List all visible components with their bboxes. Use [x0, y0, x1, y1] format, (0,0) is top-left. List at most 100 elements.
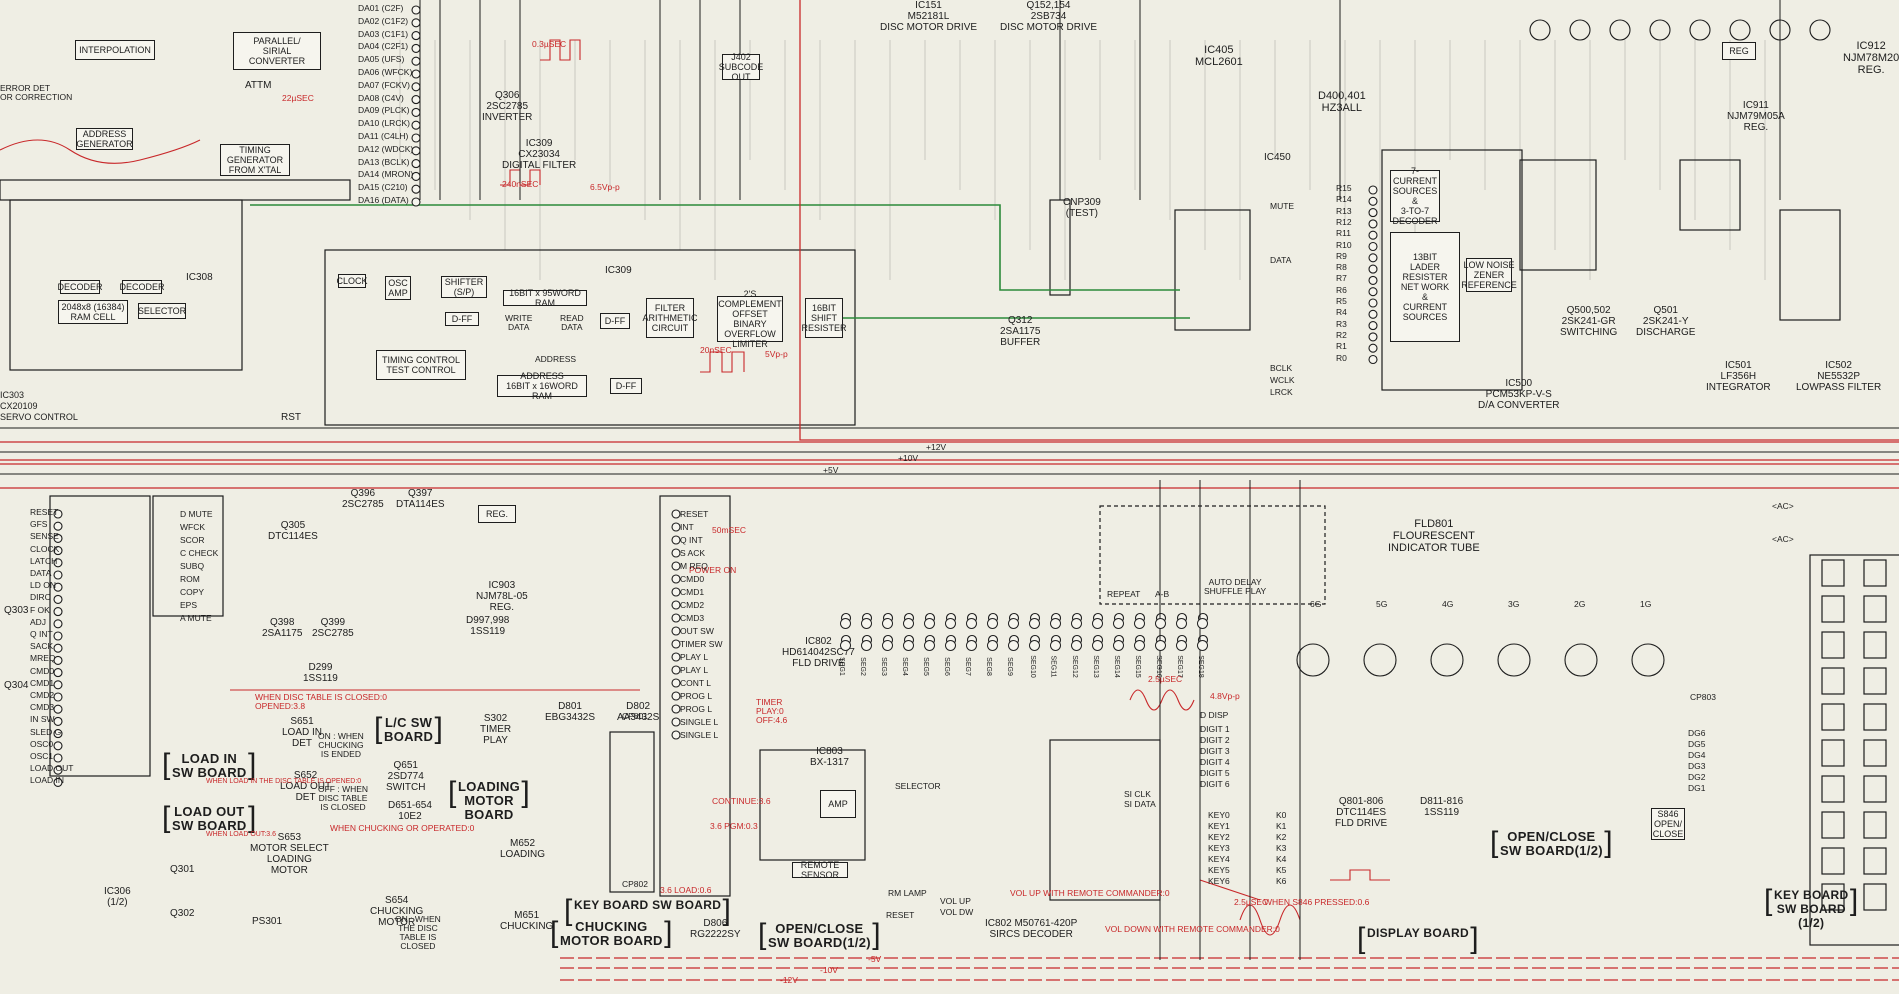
- ic301-outline: [152, 495, 224, 617]
- key-board-label: KEY BOARD SW BOARD: [564, 896, 731, 926]
- pin-label: CMD0: [30, 665, 55, 676]
- key-switch: [1821, 811, 1845, 839]
- segment-pin: [1029, 640, 1040, 651]
- ic309-input-node: [411, 120, 421, 130]
- ic500-pin-node: [1368, 275, 1378, 285]
- key-switch: [1821, 739, 1845, 767]
- ic309-outline: [324, 249, 856, 426]
- q303-label: Q303: [4, 605, 29, 616]
- segment-pin: [1176, 618, 1187, 629]
- key-switch: [1863, 739, 1887, 767]
- ic500-pin-node: [1368, 309, 1378, 319]
- pin-label: SUBQ: [180, 561, 205, 571]
- si-data-label: SI DATA: [1124, 799, 1156, 809]
- ic309-input-node: [411, 107, 421, 117]
- ac-label-1: <AC>: [1772, 501, 1794, 511]
- pin-label: CMD2: [680, 600, 705, 610]
- capacitor-node: [1649, 19, 1671, 41]
- key-switch: [1821, 703, 1845, 731]
- segment-pin: [1050, 640, 1061, 651]
- load-in-board-label: LOAD IN SW BOARD: [162, 750, 256, 780]
- ic803-label: IC803 BX-1317: [810, 746, 849, 768]
- pin-label: EPS: [180, 600, 198, 610]
- fld-drive-transistor: [1363, 643, 1397, 677]
- red-supply-trace: [799, 0, 1899, 441]
- ic803-outline: [759, 749, 866, 861]
- ic502-outline: [1779, 209, 1841, 321]
- pin-label: R15: [1336, 183, 1352, 193]
- fld-drive-transistor: [1564, 643, 1598, 677]
- pin-label: R14: [1336, 194, 1352, 205]
- pin-label: CMD3: [680, 613, 705, 623]
- note-load-in: WHEN LOAD IN THE DISC TABLE IS OPENED:0: [206, 778, 362, 785]
- data-signal-trace: [250, 204, 1180, 291]
- ic303-outline: [49, 495, 151, 777]
- ic802-pin-node: [671, 717, 681, 727]
- ic303-label: IC303 CX20109 SERVO CONTROL: [0, 390, 78, 422]
- pin-label: RESET: [30, 507, 59, 517]
- note-2-5usec-1: 2.5µSEC: [1148, 674, 1183, 684]
- segment-pin: [882, 640, 893, 651]
- k-out-labels: K0 K1 K2 K3 K4 K5 K6: [1276, 810, 1287, 886]
- ic151-label: IC151 M52181L DISC MOTOR DRIVE: [880, 0, 978, 33]
- pin-label: CONT L: [680, 678, 712, 688]
- ps301-label: PS301: [252, 916, 283, 927]
- address-ram-block: ADDRESS 16BIT x 16WORD RAM: [497, 371, 587, 401]
- ic802-pin-node: [671, 587, 681, 597]
- note-power-on: POWER ON: [689, 565, 737, 575]
- key-switch: [1863, 811, 1887, 839]
- q397-label: Q397 DTA114ES: [396, 488, 445, 510]
- segment-pin: [1134, 640, 1145, 651]
- ic309-input-node: [411, 56, 421, 66]
- ic303-pin-node: [53, 729, 63, 739]
- waveform-trace: [1129, 689, 1195, 711]
- si-clk-label: SI CLK: [1124, 789, 1151, 799]
- pin-label: R11: [1336, 228, 1351, 239]
- ic802-pin-node: [671, 639, 681, 649]
- segment-pin: [1050, 618, 1061, 629]
- segment-pin-label: SEG16: [1154, 655, 1162, 678]
- ic405-label: IC405 MCL2601: [1195, 44, 1243, 68]
- capacitor-node: [1809, 19, 1831, 41]
- pin-label: DA15 (C210): [358, 182, 408, 193]
- pin-label: PROG L: [680, 704, 713, 714]
- plus12v-label: +12V: [926, 442, 947, 452]
- pin-label: SCOR: [180, 535, 205, 545]
- auto-delay-label: AUTO DELAY SHUFFLE PLAY: [1204, 577, 1267, 596]
- s653-label: S653 MOTOR SELECT LOADING MOTOR: [250, 832, 329, 876]
- key-switch: [1863, 883, 1887, 911]
- chucking-board-label: CHUCKING MOTOR BOARD: [550, 918, 672, 948]
- key-switch: [1821, 847, 1845, 875]
- pin-label: SENSE: [30, 531, 59, 542]
- segment-pin-label: SEG10: [1028, 655, 1036, 678]
- ic303-pin-node: [53, 777, 63, 787]
- s302-label: S302 TIMER PLAY: [480, 713, 512, 746]
- ic500-pin-node: [1368, 354, 1378, 365]
- wclk-label: WCLK: [1270, 375, 1295, 385]
- selector-block: SELECTOR: [138, 303, 186, 319]
- ic309-input-node: [411, 184, 421, 194]
- pin-label: R8: [1336, 262, 1347, 273]
- ic500-ref-area: [1519, 159, 1597, 271]
- d400-label: D400,401 HZ3ALL: [1318, 90, 1366, 114]
- segment-pin-label: SEG12: [1070, 655, 1078, 678]
- ic303-pin-node: [53, 570, 63, 580]
- ic802-pin-node: [671, 509, 681, 519]
- segment-pin-label: SEG18: [1196, 655, 1204, 678]
- pin-label: DATA: [30, 568, 52, 578]
- pin-label: DA04 (C2F1): [358, 41, 409, 52]
- q500-label: Q500,502 2SK241-GR SWITCHING: [1560, 305, 1618, 338]
- ic303-pin-node: [53, 643, 63, 653]
- plus10v-label: +10V: [898, 453, 919, 463]
- pin-label: RESET: [680, 509, 709, 519]
- pin-label: LOAD OUT: [30, 763, 74, 774]
- pin-label: R9: [1336, 250, 1347, 261]
- ic303-pin-node: [53, 655, 63, 665]
- decoder-block-1: DECODER: [57, 280, 103, 294]
- segment-pin: [924, 640, 935, 651]
- pin-label: DA06 (WFCK): [358, 67, 413, 77]
- ic500-pin-node: [1368, 253, 1378, 263]
- q396-label: Q396 2SC2785: [342, 488, 384, 510]
- vol-up-label: VOL UP: [940, 896, 971, 906]
- note-load: 3.6 LOAD:0.6: [660, 885, 712, 895]
